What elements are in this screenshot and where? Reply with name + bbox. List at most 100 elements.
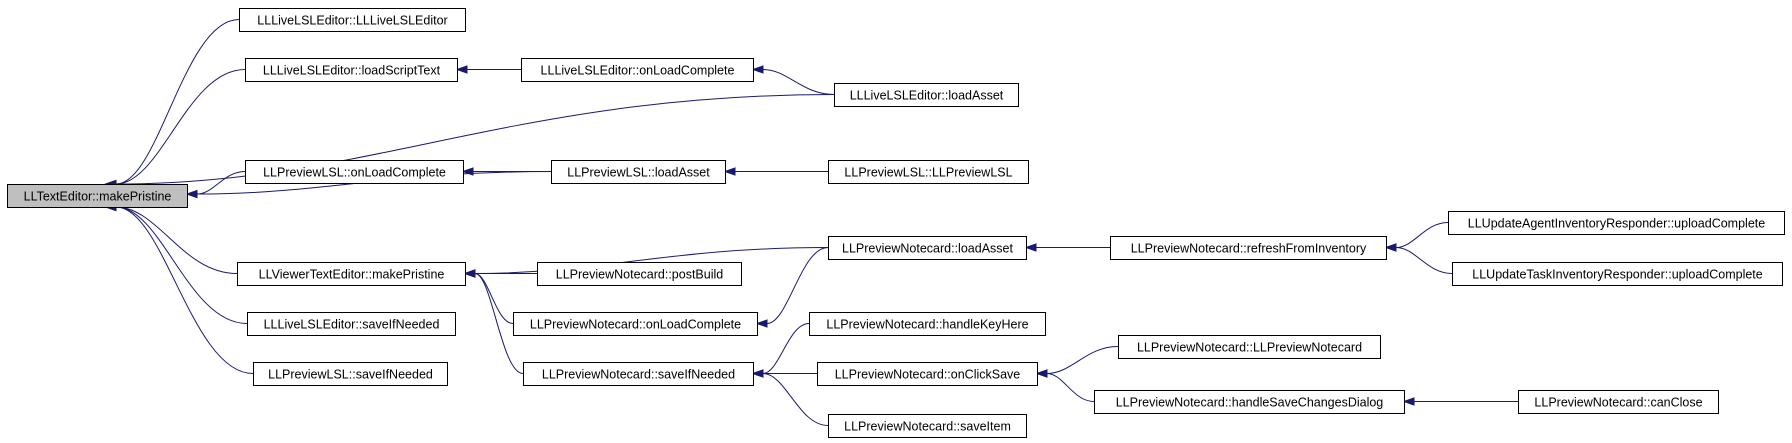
node-box [1094, 390, 1405, 414]
call-edge [115, 206, 238, 274]
node-box [1518, 390, 1719, 414]
node-box [828, 414, 1027, 438]
node-label: LLPreviewNotecard::handleKeyHere [826, 318, 1028, 332]
call-edge [1046, 373, 1095, 402]
function-node[interactable]: LLPreviewNotecard::saveIfNeeded [523, 362, 754, 386]
arrowhead-icon [1035, 369, 1048, 378]
node-label: LLLiveLSLEditor::loadScriptText [263, 64, 441, 78]
node-box [253, 362, 448, 386]
function-node[interactable]: LLPreviewLSL::onLoadComplete [245, 160, 464, 184]
node-label: LLViewerTextEditor::makePristine [259, 268, 445, 282]
arrowhead-icon [185, 189, 198, 199]
function-node[interactable]: LLPreviewNotecard::saveItem [828, 414, 1027, 438]
node-label: LLTextEditor::makePristine [24, 190, 172, 204]
node-box [247, 312, 456, 336]
call-edge [115, 69, 246, 185]
function-node[interactable]: LLPreviewNotecard::LLPreviewNotecard [1118, 335, 1381, 359]
call-edge [1046, 346, 1119, 374]
call-edge [115, 94, 835, 185]
node-label: LLPreviewLSL::LLPreviewLSL [844, 166, 1012, 180]
node-box [809, 312, 1046, 336]
arrowhead-icon [463, 269, 476, 278]
node-box [1452, 262, 1783, 286]
function-node[interactable]: LLPreviewLSL::LLPreviewLSL [828, 160, 1029, 184]
call-edge [115, 206, 248, 324]
node-box [245, 58, 458, 82]
arrowhead-icon [1402, 397, 1415, 406]
arrowhead-icon [751, 369, 764, 378]
node-box [513, 312, 758, 336]
function-node[interactable]: LLPreviewNotecard::canClose [1518, 390, 1719, 414]
node-box [1110, 236, 1387, 260]
function-node[interactable]: LLPreviewNotecard::onClickSave [817, 362, 1038, 386]
function-node[interactable]: LLLiveLSLEditor::LLLiveLSLEditor [239, 8, 466, 32]
function-node[interactable]: LLViewerTextEditor::makePristine [237, 262, 466, 286]
node-label: LLUpdateAgentInventoryResponder::uploadC… [1468, 217, 1765, 231]
call-edge [474, 273, 514, 324]
node-label: LLPreviewNotecard::saveIfNeeded [542, 368, 735, 382]
node-box [817, 362, 1038, 386]
node-box [834, 83, 1019, 107]
node-label: LLPreviewLSL::onLoadComplete [263, 166, 446, 180]
node-box [7, 184, 188, 208]
node-label: LLPreviewNotecard::loadAsset [842, 242, 1013, 256]
node-label: LLPreviewNotecard::canClose [1534, 396, 1702, 410]
arrowhead-icon [723, 167, 736, 176]
node-box [521, 58, 754, 82]
node-label: LLUpdateTaskInventoryResponder::uploadCo… [1472, 268, 1763, 282]
node-label: LLLiveLSLEditor::loadAsset [850, 89, 1004, 103]
function-node[interactable]: LLUpdateAgentInventoryResponder::uploadC… [1448, 211, 1785, 235]
function-node[interactable]: LLPreviewNotecard::postBuild [537, 262, 742, 286]
node-box [537, 262, 742, 286]
call-edge [115, 19, 240, 185]
node-box [239, 8, 466, 32]
node-box [245, 160, 464, 184]
nodes: LLTextEditor::makePristineLLLiveLSLEdito… [7, 8, 1785, 438]
arrowhead-icon [1384, 243, 1397, 252]
arrowhead-icon [461, 167, 474, 176]
arrowhead-icon [755, 319, 768, 328]
function-node[interactable]: LLPreviewNotecard::refreshFromInventory [1110, 236, 1387, 260]
node-box [828, 236, 1027, 260]
arrowhead-icon [1024, 243, 1037, 252]
node-label: LLPreviewNotecard::refreshFromInventory [1131, 242, 1367, 256]
function-node[interactable]: LLLiveLSLEditor::saveIfNeeded [247, 312, 456, 336]
node-label: LLPreviewNotecard::LLPreviewNotecard [1137, 341, 1362, 355]
node-box [237, 262, 466, 286]
node-label: LLLiveLSLEditor::saveIfNeeded [264, 318, 440, 332]
call-edge [196, 171, 246, 195]
function-node[interactable]: LLPreviewNotecard::loadAsset [828, 236, 1027, 260]
call-edge [762, 69, 835, 95]
call-edge [474, 247, 829, 274]
node-box [828, 160, 1029, 184]
node-label: LLPreviewNotecard::handleSaveChangesDial… [1116, 396, 1384, 410]
call-edge [115, 206, 254, 374]
node-label: LLPreviewNotecard::onClickSave [835, 368, 1021, 382]
call-edge [762, 373, 829, 426]
function-node[interactable]: LLPreviewLSL::loadAsset [551, 160, 726, 184]
node-label: LLPreviewNotecard::postBuild [556, 268, 723, 282]
function-node[interactable]: LLUpdateTaskInventoryResponder::uploadCo… [1452, 262, 1783, 286]
call-edge [766, 247, 829, 324]
node-label: LLLiveLSLEditor::LLLiveLSLEditor [257, 14, 447, 28]
function-node[interactable]: LLPreviewNotecard::onLoadComplete [513, 312, 758, 336]
node-box [523, 362, 754, 386]
call-edge [762, 323, 810, 374]
function-node[interactable]: LLLiveLSLEditor::loadAsset [834, 83, 1019, 107]
node-label: LLPreviewLSL::saveIfNeeded [268, 368, 433, 382]
arrowhead-icon [751, 65, 764, 74]
root-function-node[interactable]: LLTextEditor::makePristine [7, 184, 188, 208]
function-node[interactable]: LLLiveLSLEditor::onLoadComplete [521, 58, 754, 82]
call-edge [1395, 247, 1453, 274]
function-node[interactable]: LLPreviewNotecard::handleSaveChangesDial… [1094, 390, 1405, 414]
function-node[interactable]: LLLiveLSLEditor::loadScriptText [245, 58, 458, 82]
arrowhead-icon [455, 65, 468, 74]
call-edge [474, 273, 524, 374]
function-node[interactable]: LLPreviewLSL::saveIfNeeded [253, 362, 448, 386]
call-edge [1395, 222, 1449, 248]
node-label: LLPreviewNotecard::saveItem [844, 420, 1011, 434]
node-label: LLPreviewLSL::loadAsset [567, 166, 710, 180]
function-node[interactable]: LLPreviewNotecard::handleKeyHere [809, 312, 1046, 336]
node-box [551, 160, 726, 184]
